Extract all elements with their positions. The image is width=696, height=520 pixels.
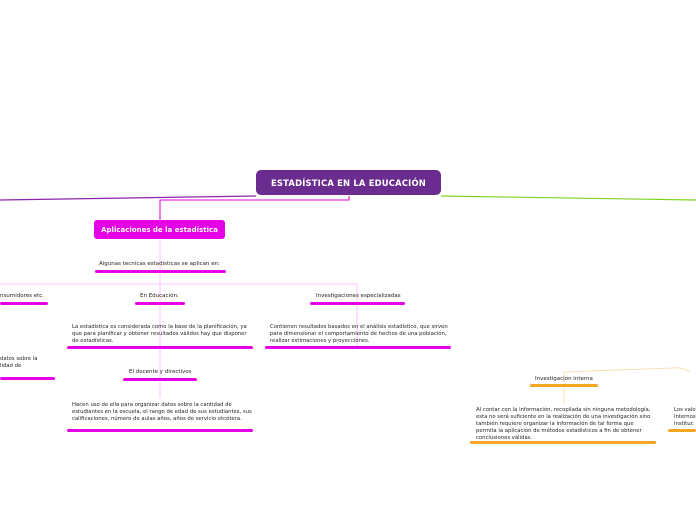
topic-docente-texto[interactable]: Hacen uso de ella para organizar datos s…	[72, 402, 252, 422]
topic-tecnicas-underline	[95, 270, 226, 273]
topic-educacion-texto-underline	[67, 346, 253, 349]
topic-investigaciones-texto[interactable]: Contienen resultados basados en el análi…	[270, 324, 448, 344]
topic-docente-texto-underline	[67, 429, 253, 432]
topic-datos-parcial-underline	[0, 377, 55, 380]
topic-docente-underline	[123, 378, 197, 381]
topic-en-educacion-label[interactable]: En Educación:	[140, 293, 179, 299]
topic-inv-interna-texto[interactable]: Al contar con la información, recopilada…	[476, 407, 651, 441]
topic-en-educacion-underline	[135, 302, 185, 305]
topic-aplicaciones-label: Aplicaciones de la estadística	[101, 225, 218, 234]
topic-datos-parcial[interactable]: datos sobre la lidad de	[0, 356, 38, 369]
topic-tecnicas-label[interactable]: Algunas tecnicas estadisticas se aplican…	[99, 261, 220, 267]
topic-los-valo[interactable]: Los valo internos instituc	[674, 407, 696, 427]
root-node[interactable]: ESTADÍSTICA EN LA EDUCACIÓN	[256, 170, 441, 195]
root-title: ESTADÍSTICA EN LA EDUCACIÓN	[270, 177, 427, 188]
topic-educacion-texto[interactable]: La estadística es considerada como la ba…	[72, 324, 247, 344]
topic-investigaciones-underline	[310, 302, 405, 305]
topic-los-valo-underline	[668, 429, 696, 432]
topic-inv-interna-label[interactable]: Investigación interna	[535, 376, 593, 382]
topic-consumidores-label[interactable]: nsumidores etc.	[0, 293, 45, 299]
topic-investigaciones-label[interactable]: Investigaciones especializadas	[316, 293, 401, 299]
topic-inv-interna-texto-underline	[470, 441, 656, 444]
topic-inv-interna-underline	[530, 384, 598, 387]
topic-docente-label[interactable]: El docente y directivos	[129, 369, 192, 375]
topic-aplicaciones[interactable]: Aplicaciones de la estadística	[94, 220, 225, 239]
topic-investigaciones-texto-underline	[265, 346, 451, 349]
topic-consumidores-underline	[0, 302, 48, 305]
